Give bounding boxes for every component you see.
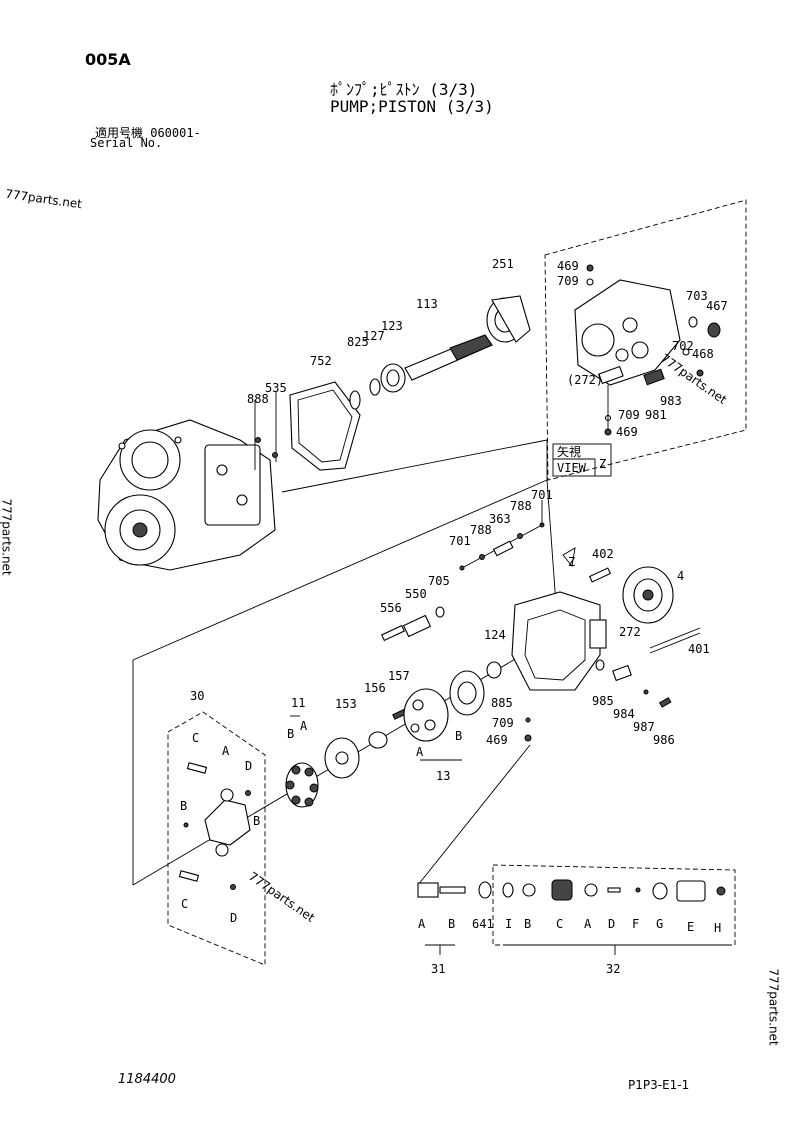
callout-984: 984 xyxy=(613,707,635,721)
callout-702: 702 xyxy=(672,339,694,353)
watermark-right-edge: 777parts.net xyxy=(766,968,781,1046)
serial-range-japanese: 適用号機 060001- xyxy=(95,126,201,140)
callout-13: 13 xyxy=(436,769,450,783)
callout-30-D-bottom: D xyxy=(230,911,237,925)
callout-32-E: E xyxy=(687,920,694,934)
view-z-regulator-body xyxy=(574,279,681,386)
watermark-left-edge: 777parts.net xyxy=(0,498,14,576)
callout-32-D: D xyxy=(608,917,615,931)
callout-30-B-left: B xyxy=(180,799,187,813)
title-english: PUMP;PISTON (3/3) xyxy=(330,97,494,116)
callout-981: 981 xyxy=(645,408,667,422)
serial-label-english: Serial No. xyxy=(90,136,163,150)
callout-701-right: 701 xyxy=(531,488,553,502)
z-arrow-label: Z xyxy=(568,555,575,569)
callout-701-left: 701 xyxy=(449,534,471,548)
callout-888: 888 xyxy=(247,392,269,406)
callout-32-H: H xyxy=(714,921,721,935)
callout-32-F: F xyxy=(632,917,639,931)
callout-709-bottom: 709 xyxy=(618,408,640,422)
callout-31: 31 xyxy=(431,962,445,976)
callout-705: 705 xyxy=(428,574,450,588)
callout-30-A: A xyxy=(222,744,230,758)
view-label-letter: Z xyxy=(599,457,606,471)
callout-885: 885 xyxy=(491,696,513,710)
callout-986: 986 xyxy=(653,733,675,747)
page-code: 005A xyxy=(85,50,131,69)
callout-752: 752 xyxy=(310,354,332,368)
callout-703: 703 xyxy=(686,289,708,303)
callout-272: 272 xyxy=(619,625,641,639)
callout-469-bottom: 469 xyxy=(616,425,638,439)
callout-401: 401 xyxy=(688,642,710,656)
piston-set-11 xyxy=(285,762,319,808)
callout-32-C: C xyxy=(556,917,563,931)
callout-468: 468 xyxy=(692,347,714,361)
callout-113: 113 xyxy=(416,297,438,311)
callout-31-A: A xyxy=(418,917,426,931)
callout-402: 402 xyxy=(592,547,614,561)
callout-788-left: 788 xyxy=(470,523,492,537)
pump-housing-272 xyxy=(511,591,607,691)
callout-157: 157 xyxy=(388,669,410,683)
callout-467: 467 xyxy=(706,299,728,313)
callout-30-C-bottom: C xyxy=(181,897,188,911)
callout-32-G: G xyxy=(656,917,663,931)
callout-30-D-top: D xyxy=(245,759,252,773)
callout-156: 156 xyxy=(364,681,386,695)
callout-13-B: B xyxy=(455,729,462,743)
callout-469-top: 469 xyxy=(557,259,579,273)
callout-153: 153 xyxy=(335,697,357,711)
callout-550: 550 xyxy=(405,587,427,601)
callout-32-A: A xyxy=(584,917,592,931)
callout-825: 825 xyxy=(347,335,369,349)
callout-469-mid: 469 xyxy=(486,733,508,747)
callout-363: 363 xyxy=(489,512,511,526)
callout-123: 123 xyxy=(381,319,403,333)
title-japanese: ﾎﾟﾝﾌﾟ;ﾋﾟｽﾄﾝ (3/3) xyxy=(330,80,478,99)
callout-11-B: B xyxy=(287,727,294,741)
view-label-en: VIEW xyxy=(557,461,587,475)
drawing-number: 1184400 xyxy=(118,1072,176,1087)
callout-30-C-top: C xyxy=(192,731,199,745)
callout-709-top: 709 xyxy=(557,274,579,288)
callout-30: 30 xyxy=(190,689,204,703)
callout-709-mid: 709 xyxy=(492,716,514,730)
callout-4: 4 xyxy=(677,569,684,583)
callout-985: 985 xyxy=(592,694,614,708)
callout-32-I: I xyxy=(505,917,512,931)
callout-272-view: (272) xyxy=(567,373,603,387)
callout-30-B-right: B xyxy=(253,814,260,828)
callout-987: 987 xyxy=(633,720,655,734)
callout-127: 127 xyxy=(363,329,385,343)
callout-13-A: A xyxy=(416,745,424,759)
callout-11: 11 xyxy=(291,696,305,710)
callout-788-right: 788 xyxy=(510,499,532,513)
callout-11-A: A xyxy=(300,719,308,733)
callout-983: 983 xyxy=(660,394,682,408)
callout-535: 535 xyxy=(265,381,287,395)
view-label-jp: 矢視 xyxy=(557,444,581,459)
callout-32: 32 xyxy=(606,962,620,976)
callout-32-B: B xyxy=(524,917,531,931)
callout-556: 556 xyxy=(380,601,402,615)
callout-251: 251 xyxy=(492,257,514,271)
callout-124: 124 xyxy=(484,628,506,642)
main-pump-assembly xyxy=(97,419,276,571)
page-reference: P1P3-E1-1 xyxy=(628,1078,690,1092)
callout-31-B: B xyxy=(448,917,455,931)
callout-641: 641 xyxy=(472,917,494,931)
